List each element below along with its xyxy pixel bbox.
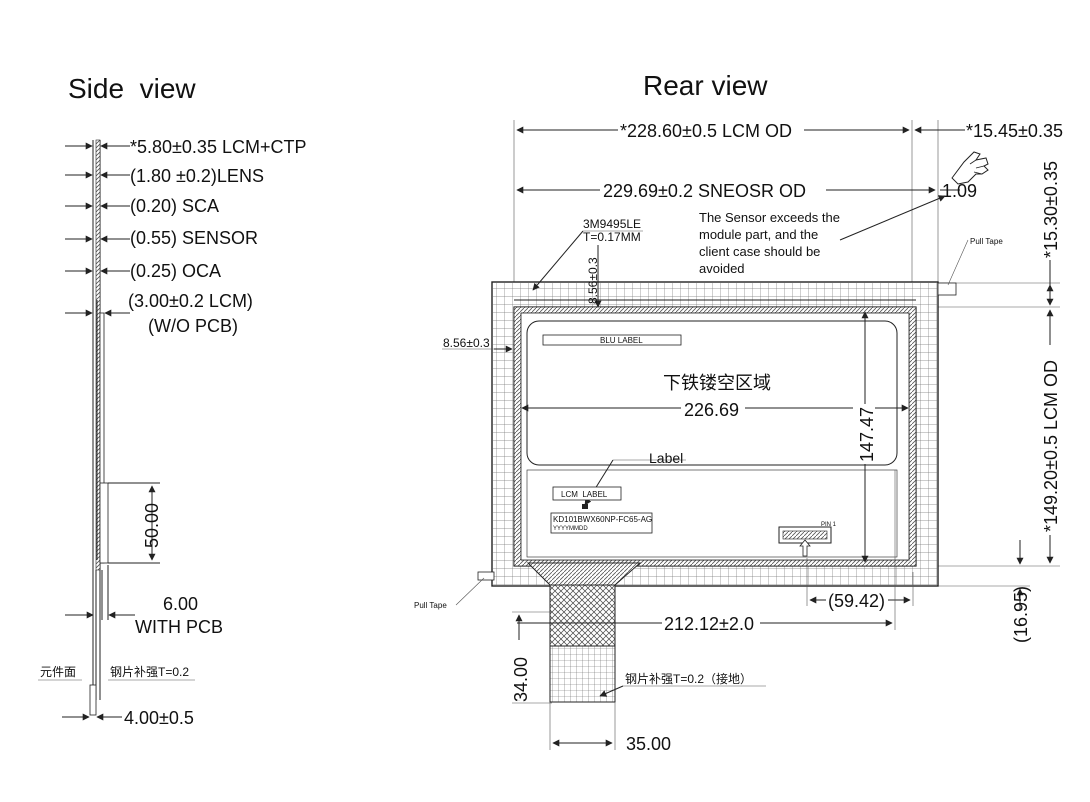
dim-35: 35.00 xyxy=(626,734,671,754)
blu-label-box xyxy=(542,334,682,346)
layer-sensor: (0.55) SENSOR xyxy=(130,228,258,248)
offset-15-45: *15.45±0.35 xyxy=(966,121,1063,141)
dim-226-69: 226.69 xyxy=(684,400,739,420)
rear-view-title: Rear view xyxy=(643,70,768,101)
layer-sca: (0.20) SCA xyxy=(130,196,219,216)
dim-16-95: (16.95) xyxy=(1011,586,1031,643)
side-view-title: Side view xyxy=(68,73,196,104)
hollow-window xyxy=(526,320,898,466)
layer-lcm-note: (W/O PCB) xyxy=(148,316,238,336)
layer-lens: (1.80 ±0.2)LENS xyxy=(130,166,264,186)
offset-1-09: 1.09 xyxy=(942,181,977,201)
dim-8-56-horizontal: 8.56±0.3 xyxy=(443,336,490,350)
label-callout: Label xyxy=(649,450,683,466)
tape-part: 3M9495LE xyxy=(583,217,641,231)
dim-4-label: 4.00±0.5 xyxy=(124,708,194,728)
layer-oca: (0.25) OCA xyxy=(130,261,221,281)
steel-stiffener-label: 钢片补强T=0.2 xyxy=(110,665,189,679)
dim-8-56-vertical: 8.56±0.3 xyxy=(586,257,600,304)
pointing-hand-icon xyxy=(951,151,989,185)
pin1-label: PIN 1 xyxy=(821,522,837,528)
sensor-note-line-4: avoided xyxy=(699,261,745,276)
dim-6-label: 6.00 xyxy=(163,594,198,614)
sensor-note-line-2: module part, and the xyxy=(699,227,818,242)
date-code: YYYYMMDD xyxy=(553,526,588,532)
sensor-note-line-1: The Sensor exceeds the xyxy=(699,210,840,225)
side-layer-leaders xyxy=(65,142,130,317)
dim-147-47: 147.47 xyxy=(857,407,877,462)
tape-thickness: T=0.17MM xyxy=(583,230,641,244)
hollow-area-label: 下铁镂空区域 xyxy=(663,373,771,394)
lcm-od-width: *228.60±0.5 LCM OD xyxy=(620,121,792,141)
lcm-label-text: LCM LABEL xyxy=(561,490,608,499)
side-dim-50 xyxy=(108,482,160,564)
lcm-od-height: *149.20±0.5 LCM OD xyxy=(1041,360,1061,532)
side-dim-6 xyxy=(65,565,135,620)
layer-lcm-ctp: *5.80±0.35 LCM+CTP xyxy=(130,137,306,157)
fpc-tail xyxy=(526,562,642,703)
blu-label-text: BLU LABEL xyxy=(600,336,643,345)
offset-15-30: *15.30±0.35 xyxy=(1041,161,1061,258)
sensor-note-line-3: client case should be xyxy=(699,244,820,259)
fpc-stiffener-label: 钢片补强T=0.2（接地） xyxy=(625,671,752,686)
side-view-profile xyxy=(89,139,109,716)
pull-tape-top: Pull Tape xyxy=(970,237,1003,246)
pull-tape-bottom: Pull Tape xyxy=(414,601,447,610)
dim-50-label: 50.00 xyxy=(142,503,162,548)
model-number: KD101BWX60NP-FC65-AG xyxy=(553,515,652,524)
component-side-label: 元件面 xyxy=(40,665,76,679)
dim-212-12: 212.12±2.0 xyxy=(664,614,754,634)
lcm-label-box xyxy=(552,486,622,501)
fpc-connector xyxy=(778,526,832,557)
dim-34: 34.00 xyxy=(511,657,531,702)
dim-59-42: (59.42) xyxy=(828,591,885,611)
sensor-od-width: 229.69±0.2 SNEOSR OD xyxy=(603,181,806,201)
dim-6-note: WITH PCB xyxy=(135,617,223,637)
model-label-box xyxy=(550,512,653,534)
layer-lcm: (3.00±0.2 LCM) xyxy=(128,291,253,311)
